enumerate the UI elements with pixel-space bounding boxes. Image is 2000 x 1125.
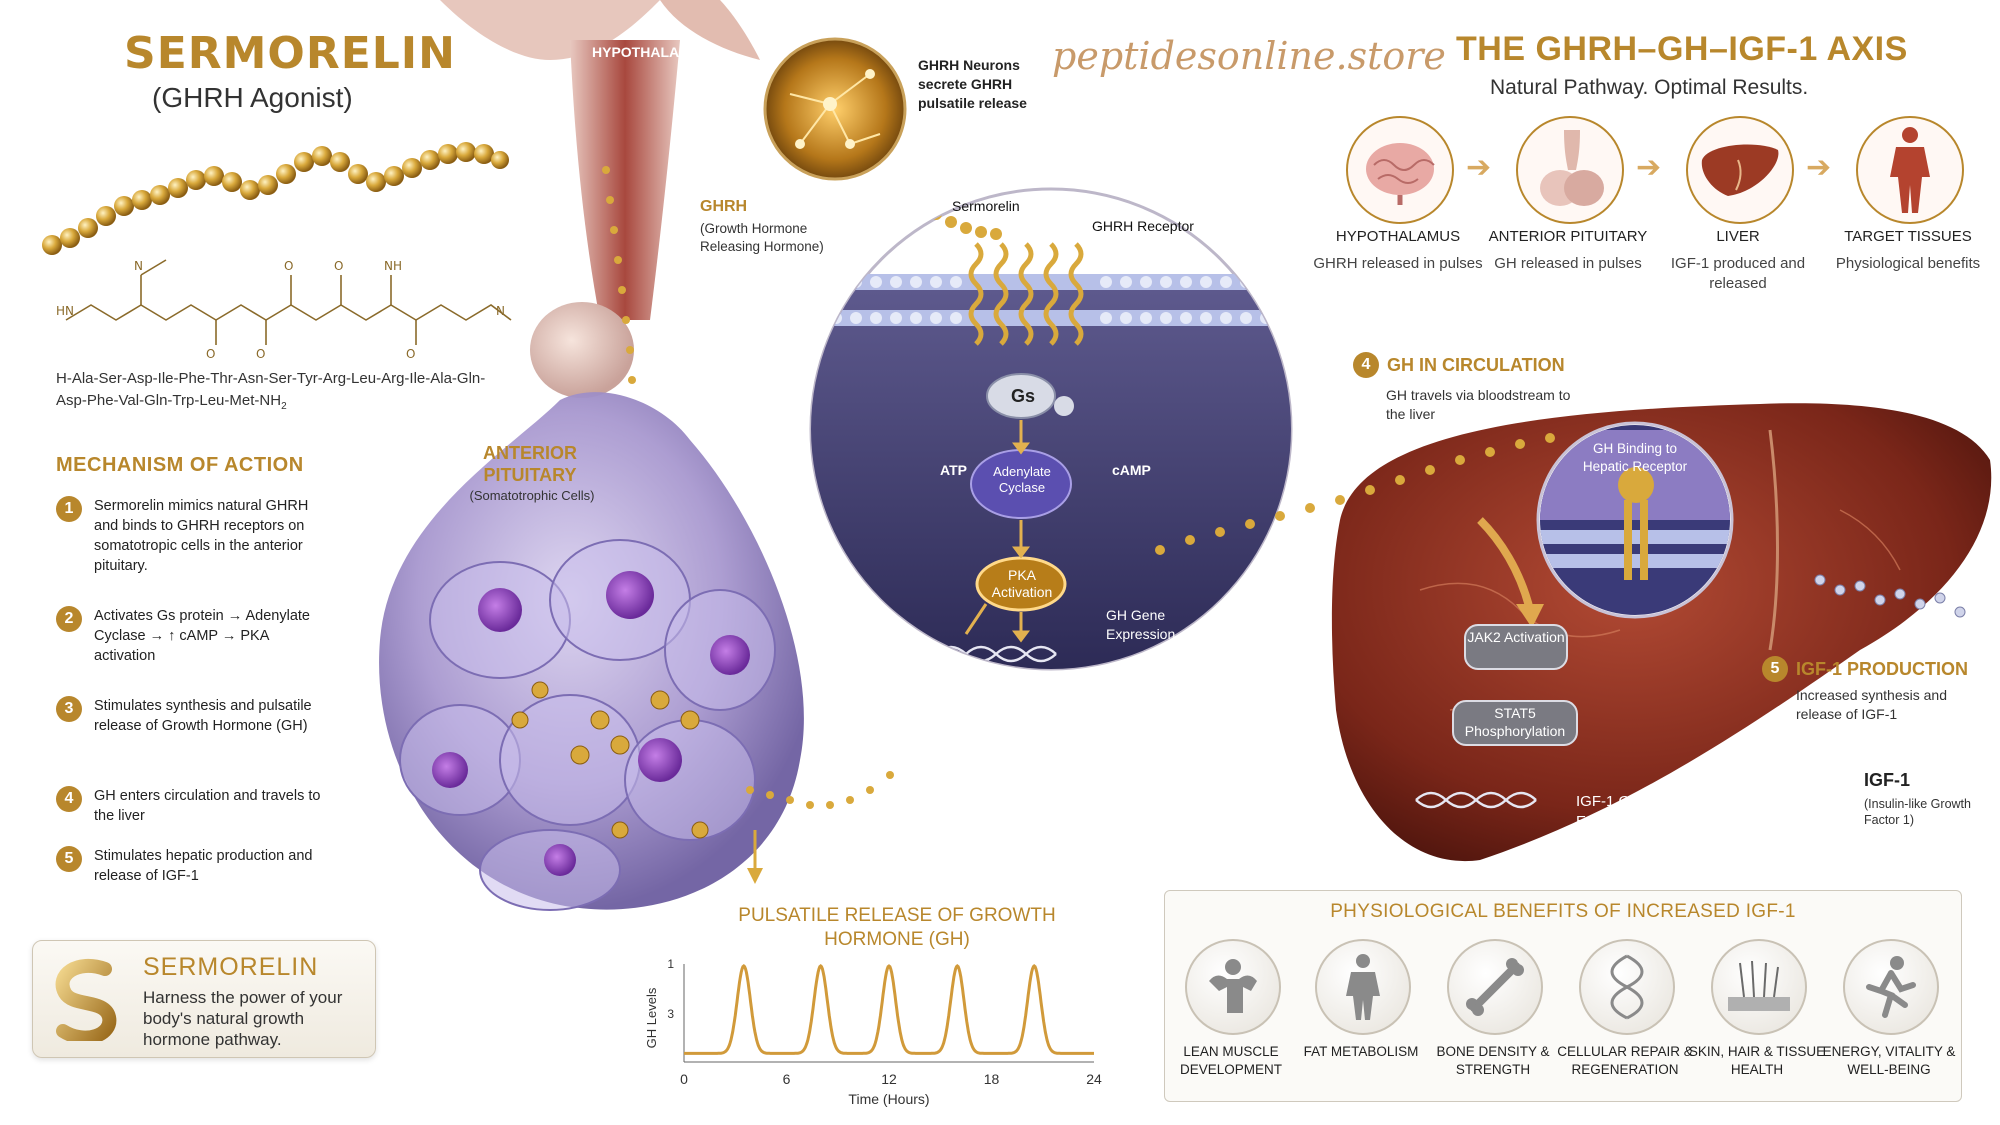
igf1-production-heading: 5 IGF-1 PRODUCTION — [1762, 656, 1968, 682]
axis-step-label: ANTERIOR PITUITARY — [1488, 228, 1648, 245]
svg-text:O: O — [334, 259, 343, 273]
svg-text:HN: HN — [56, 304, 74, 318]
mechanism-step: 1 Sermorelin mimics natural GHRH and bin… — [56, 496, 326, 576]
svg-text:N: N — [496, 304, 505, 318]
adenylate-cyclase-label: Adenylate Cyclase — [993, 464, 1051, 495]
svg-text:O: O — [406, 347, 415, 360]
igf1-production-desc: Increased synthesis and release of IGF-1 — [1796, 687, 1947, 722]
ghrh-full-label: (Growth Hormone Releasing Hormone) — [700, 221, 824, 254]
brand-card-tagline: Harness the power of your body's natural… — [143, 988, 343, 1049]
x-tick-label: 24 — [1086, 1071, 1102, 1087]
muscle-icon — [1185, 939, 1281, 1035]
brain-icon — [1346, 116, 1454, 224]
x-tick-label: 6 — [783, 1071, 791, 1087]
gh-circulation-trail — [1155, 433, 1555, 555]
hair-follicle-icon — [1711, 939, 1807, 1035]
ghrh-neurons-icon — [763, 37, 907, 181]
igf1-label: IGF-1 — [1864, 770, 1911, 790]
axis-step-label: HYPOTHALAMUS — [1335, 228, 1461, 245]
axis-step-desc: GHRH released in pulses — [1313, 255, 1483, 272]
brand-logo-icon — [55, 958, 117, 1041]
peptide-chain-graphic — [42, 142, 509, 255]
igf1-full-label: (Insulin-like Growth Factor 1) — [1864, 797, 1971, 827]
axis-arrow-icon: ➔ — [1636, 151, 1662, 184]
gh-circulation-desc: GH travels via bloodstream to the liver — [1386, 387, 1571, 422]
axis-step-label: TARGET TISSUES — [1844, 228, 1972, 245]
camp-label: cAMP — [1112, 462, 1151, 478]
svg-text:N: N — [134, 259, 143, 273]
mechanism-step: 5 Stimulates hepatic production and rele… — [56, 846, 326, 886]
mechanism-step: 4 GH enters circulation and travels to t… — [56, 786, 326, 826]
anatomy-illustration — [379, 0, 894, 911]
svg-text:NH: NH — [384, 259, 402, 273]
dna-icon — [1579, 939, 1675, 1035]
gh-gene-expression-label: GH Gene Expression — [1106, 607, 1176, 642]
y-tick-label: 1 — [667, 958, 674, 971]
body-silhouette-icon — [1315, 939, 1411, 1035]
x-tick-label: 0 — [680, 1071, 688, 1087]
pituitary-icon — [1516, 116, 1624, 224]
gh-series-line — [684, 964, 1094, 1055]
cell-signaling-zoom — [809, 187, 1293, 671]
liver-illustration — [1331, 403, 1992, 862]
ghrh-label: GHRH — [700, 198, 748, 215]
axis-step-desc: Physiological benefits — [1835, 255, 1981, 272]
axis-subtitle: Natural Pathway. Optimal Results. — [1490, 76, 1809, 99]
hypothalamus-label: HYPOTHALAMUS — [592, 44, 711, 60]
mechanism-step: 2 Activates Gs protein → Adenylate Cycla… — [56, 606, 326, 666]
mechanism-heading: MECHANISM OF ACTION — [56, 454, 304, 476]
stat5-node: STAT5 Phosphorylation — [1452, 700, 1578, 746]
x-axis-label: Time (Hours) — [848, 1091, 929, 1107]
liver-icon — [1686, 116, 1794, 224]
gh-binding-label: GH Binding to Hepatic Receptor — [1582, 441, 1688, 474]
gh-pulse-chart: 1 3 0 6 12 18 24 Time (Hours) GH Levels — [644, 958, 1102, 1107]
svg-text:O: O — [206, 347, 215, 360]
benefits-panel: PHYSIOLOGICAL BENEFITS OF INCREASED IGF-… — [1164, 890, 1962, 1102]
axis-title: THE GHRH–GH–IGF-1 AXIS — [1456, 30, 1908, 68]
benefit-label: FAT METABOLISM — [1303, 1044, 1419, 1059]
anterior-pituitary-label: ANTERIOR PITUITARY — [483, 443, 577, 485]
atp-label: ATP — [940, 462, 967, 478]
axis-arrow-icon: ➔ — [1466, 151, 1492, 184]
benefit-label: LEAN MUSCLE DEVELOPMENT — [1179, 1044, 1283, 1077]
igf1-dna-icon — [1415, 791, 1537, 809]
sermorelin-label: Sermorelin — [952, 198, 1020, 214]
brand-card: SERMORELIN Harness the power of your bod… — [32, 940, 376, 1058]
page-subtitle: (GHRH Agonist) — [152, 82, 353, 113]
jak2-node: JAK2 Activation — [1464, 624, 1568, 670]
pka-activation-label: PKA Activation — [991, 567, 1053, 600]
benefits-heading: PHYSIOLOGICAL BENEFITS OF INCREASED IGF-… — [1330, 901, 1796, 922]
x-tick-label: 18 — [984, 1071, 1000, 1087]
bone-icon — [1447, 939, 1543, 1035]
svg-text:O: O — [284, 259, 293, 273]
benefit-label: ENERGY, VITALITY & WELL-BEING — [1822, 1044, 1956, 1077]
watermark-text: peptidesonline.store — [1052, 34, 1446, 78]
igf1-gene-expression-label: IGF-1 Gene Expression — [1576, 793, 1656, 830]
x-tick-label: 12 — [881, 1071, 897, 1087]
chemical-structure-graphic: HN O O O O NH O N N — [56, 259, 512, 360]
ghrh-receptor-label: GHRH Receptor — [1092, 218, 1194, 234]
axis-arrow-icon: ➔ — [1806, 151, 1832, 184]
axis-step-label: LIVER — [1716, 228, 1760, 245]
benefit-label: SKIN, HAIR & TISSUE HEALTH — [1688, 1044, 1826, 1077]
benefit-label: CELLULAR REPAIR & REGENERATION — [1557, 1044, 1693, 1077]
body-icon — [1856, 116, 1964, 224]
mechanism-step: 3 Stimulates synthesis and pulsatile rel… — [56, 696, 326, 736]
gs-protein-label: Gs — [1010, 386, 1035, 406]
sequence-line-2: Asp-Phe-Val-Gln-Trp-Leu-Met-NH2 — [56, 392, 287, 412]
axis-step-desc: IGF-1 produced and released — [1670, 255, 1806, 292]
svg-text:O: O — [256, 347, 265, 360]
axis-step-desc: GH released in pulses — [1494, 255, 1642, 272]
chart-title: PULSATILE RELEASE OF GROWTH HORMONE (GH) — [738, 905, 1056, 950]
page-title: SERMORELIN — [124, 28, 456, 79]
sequence-line-1: H-Ala-Ser-Asp-Ile-Phe-Thr-Asn-Ser-Tyr-Ar… — [56, 370, 486, 387]
gh-circulation-heading: 4 GH IN CIRCULATION — [1353, 352, 1565, 378]
somatotrophic-cells-label: (Somatotrophic Cells) — [469, 488, 595, 503]
runner-icon — [1843, 939, 1939, 1035]
ghrh-neurons-label: GHRH Neurons secrete GHRH pulsatile rele… — [918, 57, 1027, 111]
y-axis-label: GH Levels — [644, 987, 659, 1048]
brand-card-title: SERMORELIN — [143, 953, 319, 981]
y-tick-label: 3 — [667, 1007, 674, 1021]
benefit-label: BONE DENSITY & STRENGTH — [1436, 1044, 1550, 1077]
